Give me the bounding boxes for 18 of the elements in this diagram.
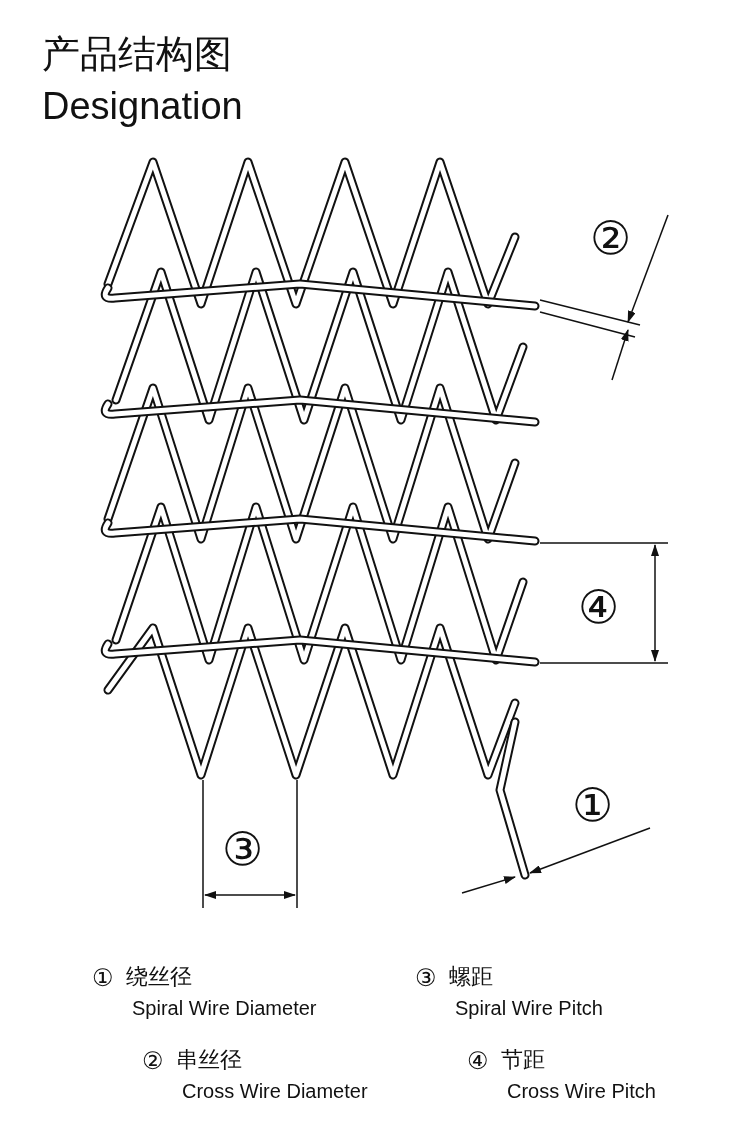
key-term: 绕丝径 — [126, 965, 192, 990]
callout-number: ② — [590, 213, 632, 264]
callout-number: ③ — [222, 824, 264, 875]
key-term: Cross Wire Pitch — [507, 1080, 656, 1102]
key-term: 节距 — [501, 1048, 545, 1073]
key-term: Spiral Wire Pitch — [455, 997, 603, 1019]
title: 产品结构图 — [42, 34, 232, 76]
key-term: 螺距 — [449, 965, 493, 990]
callout-number: ① — [92, 965, 114, 992]
key-term: Cross Wire Diameter — [182, 1080, 368, 1102]
callout-number: ③ — [415, 965, 437, 992]
callout-number: ② — [142, 1048, 164, 1075]
key-term: Spiral Wire Diameter — [132, 997, 317, 1019]
key-term: 串丝径 — [176, 1048, 242, 1073]
callout-number: ④ — [467, 1048, 489, 1075]
subtitle: Designation — [42, 86, 243, 128]
callout-number: ① — [572, 780, 614, 831]
callout-number: ④ — [578, 582, 620, 633]
